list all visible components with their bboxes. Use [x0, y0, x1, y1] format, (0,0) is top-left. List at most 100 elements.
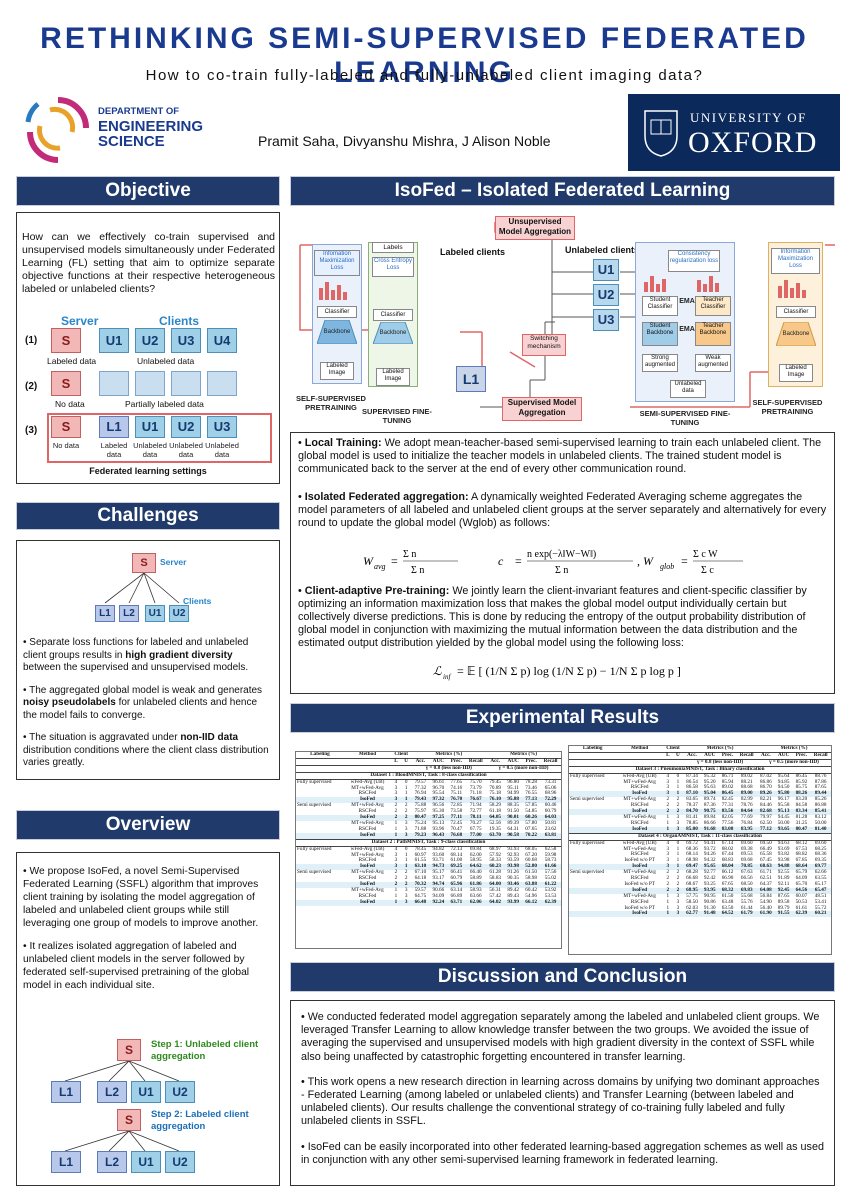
table-cell: 89.39	[507, 819, 519, 826]
table-cell: 64.03	[540, 814, 561, 821]
table-cell: 2	[666, 869, 670, 876]
table-cell: 62.06	[465, 899, 487, 906]
table-cell: 3	[390, 796, 401, 804]
table-cell: 74.16	[450, 784, 463, 791]
left-col-metrics-2: Metrics (%)	[486, 752, 561, 759]
right-col-method: Method	[616, 746, 663, 753]
table-cell: 1	[672, 790, 684, 798]
table-cell: 69.60	[814, 839, 827, 846]
table-cell: 58.29	[489, 802, 501, 809]
svg-text:Σ c: Σ c	[701, 565, 714, 576]
challenge-2-pre: The aggregated global model is weak and …	[29, 684, 263, 696]
table-cell: 87.36	[703, 802, 716, 809]
table-cell: 82.68	[756, 808, 775, 815]
left-col-method: Method	[343, 752, 391, 759]
table-cell: 61.22	[540, 881, 561, 888]
left-col-recall-1: Recall	[465, 758, 487, 766]
table-cell: 90.95	[703, 892, 716, 899]
table-cell: 94.85	[777, 778, 790, 785]
table-cell: 80.47	[411, 814, 430, 821]
overview-step1-server: S	[117, 1039, 141, 1061]
table-cell: 73.58	[450, 808, 463, 815]
table-cell: 95.88	[504, 796, 523, 804]
table-cell: 81.28	[795, 813, 808, 820]
table-cell: RSCFed	[358, 875, 377, 882]
isofed-diagram: Infomation Maximization Loss Classifier …	[290, 212, 835, 430]
table-cell: 60.68	[525, 857, 537, 864]
table-cell: 89.02	[721, 784, 734, 791]
results-heading: Experimental Results	[465, 707, 660, 728]
row3-client-u3: U3	[207, 416, 237, 438]
table-cell: 77.13	[522, 796, 541, 804]
table-cell: 55.72	[814, 904, 827, 911]
table-cell: 68.25	[814, 845, 827, 852]
left-col-metrics-1: Metrics (%)	[411, 752, 487, 759]
table-cell: 93.82	[777, 851, 790, 858]
overview-bullet-2: • It realizes isolated aggregation of la…	[23, 941, 250, 991]
table-cell: 60.26	[522, 814, 541, 821]
table-cell: 3	[394, 851, 398, 858]
discussion-bullet-1: • We conducted federated model aggregati…	[301, 1011, 820, 1063]
table-cell: Fully supervised	[570, 839, 605, 846]
table-cell: 63.14	[450, 886, 463, 893]
table-cell: 62.50	[760, 819, 772, 826]
table-cell	[296, 899, 344, 906]
table-cell: 95.20	[703, 778, 716, 785]
stage4-label: SELF-SUPERVISED PRETRAINING	[752, 398, 823, 416]
table-cell: IsoFed	[616, 826, 663, 834]
table-cell: 2	[672, 808, 684, 815]
table-cell: MT+wFed-Avg	[351, 819, 384, 826]
table-cell: 60.46	[544, 802, 557, 809]
table-cell: 72.85	[450, 802, 463, 809]
right-col-prec-1: Prec.	[718, 752, 737, 760]
table-cell: 95.04	[700, 790, 719, 798]
table-cell: 94.45	[777, 813, 790, 820]
table-cell: 3	[666, 784, 670, 791]
table-cell: 4	[666, 839, 670, 846]
table-cell: 63.55	[814, 875, 827, 882]
objective-header: Objective	[16, 176, 280, 206]
table-cell: 1	[666, 819, 670, 826]
left-col-auc-1: AUC	[429, 758, 448, 766]
table-cell: 3	[404, 892, 408, 899]
table-cell: 92.11	[777, 880, 790, 887]
left-col-acc-1: Acc.	[411, 758, 430, 766]
table-cell: IsoFed	[343, 899, 391, 906]
row3-caption-s: No data	[52, 441, 80, 450]
table-cell: 64.37	[760, 880, 772, 887]
row2-clients-caption: Partially labeled data	[125, 399, 204, 409]
table-cell: 94.41	[703, 839, 716, 846]
left-table-row: Dataset 1 : BloodMNIST, Task : 8-class c…	[296, 771, 561, 780]
table-cell: 68.50	[740, 880, 753, 887]
table-cell: 3	[400, 899, 412, 906]
row3-highlight-frame	[47, 413, 272, 463]
table-cell: 1	[394, 825, 398, 832]
table-cell: 65.96	[447, 881, 466, 888]
dataset-title: Dataset 2 : PathMNIST, Task : 9-class cl…	[296, 838, 561, 847]
svg-text:Σ n: Σ n	[555, 565, 568, 576]
svg-text:Σ c W: Σ c W	[693, 549, 718, 560]
table-cell: 95.80	[774, 790, 793, 798]
table-cell: 53.92	[544, 886, 557, 893]
table-cell: 96.56	[432, 802, 445, 809]
table-cell: 92.45	[774, 887, 793, 894]
overview-header: Overview	[16, 810, 280, 840]
table-cell: 53.53	[544, 892, 557, 899]
table-cell: 63.71	[447, 899, 466, 906]
unlabeled-clients-label: Unlabeled clients	[565, 245, 640, 255]
table-cell: 86.86	[760, 778, 772, 785]
right-col-auc-1: AUC	[700, 752, 719, 760]
table-cell: 67.44	[721, 851, 734, 858]
student-backbone: Student Backbone	[642, 322, 678, 346]
table-cell: 1	[394, 892, 398, 899]
table-cell: MT+wFed-Avg	[351, 869, 384, 876]
objective-box: How can we effectively co-train supervis…	[16, 212, 280, 484]
table-cell: 63.48	[721, 898, 734, 905]
table-cell: 61.50	[525, 869, 537, 876]
